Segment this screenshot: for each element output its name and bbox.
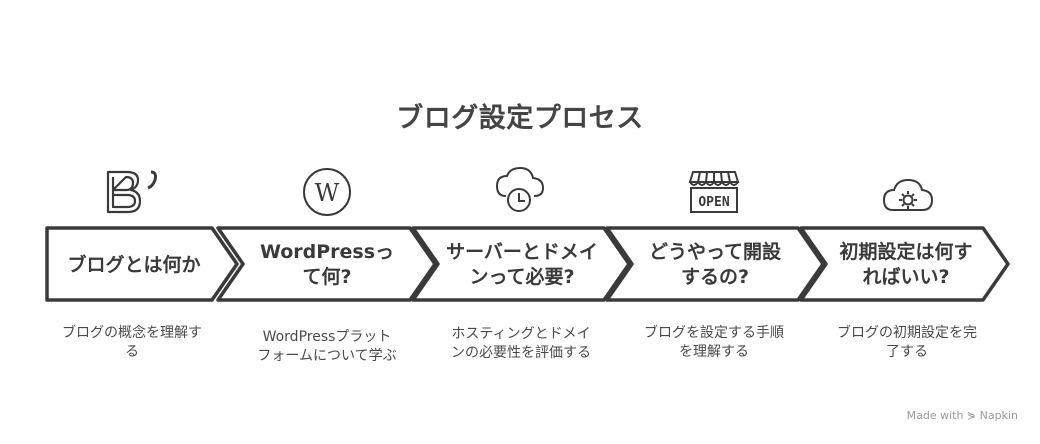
open-shop-icon: OPEN [688,171,740,213]
chevron-step-5 [799,226,1010,302]
chevron-step-3 [411,226,631,302]
step-1-description: ブログの概念を理解する [62,325,202,360]
cloud-gear-icon [882,178,934,211]
open-sign-text: OPEN [698,195,729,210]
step-3-label: サーバーとドメインって必要? [446,241,598,288]
blogger-b-icon [106,170,157,214]
chevron-step-4 [605,226,825,302]
step-2-description: WordPressプラットフォームについて学ぶ [257,329,397,364]
step-5-label: 初期設定は何すればいい? [839,241,973,288]
chevron-step-2 [216,226,437,302]
chevron-step-1 [45,226,239,302]
step-4-description: ブログを設定する手順を理解する [644,325,784,360]
step-5-description: ブログの初期設定を完了する [837,325,977,360]
cloud-clock-icon [495,166,545,212]
step-1-label: ブログとは何か [67,253,201,276]
made-with-napkin-credit[interactable]: Made with ⋟ Napkin [906,409,1018,422]
step-3-description: ホスティングとドメインの必要性を評価する [451,326,591,361]
diagram-title: ブログ設定プロセス [396,103,644,134]
step-4-label: どうやって開設するの? [648,241,782,288]
svg-text:W: W [315,179,340,207]
wordpress-icon: W [303,168,351,216]
step-2-label: WordPressって何? [259,241,395,288]
